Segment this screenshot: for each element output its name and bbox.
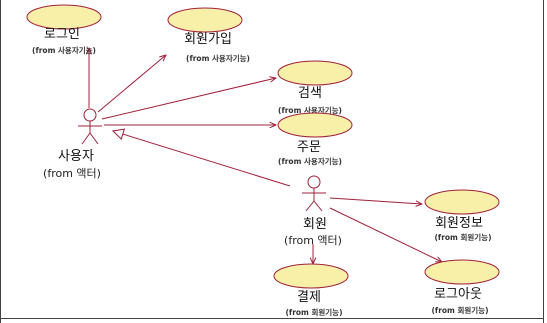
usecase-member-info: 회원정보 (from 회원기능) (424, 189, 500, 242)
usecase-login-name: 로그인 (44, 27, 80, 42)
usecase-order-name: 주문 (297, 140, 321, 155)
usecase-member-info-shape (424, 189, 500, 215)
usecase-search-name: 검색 (298, 86, 322, 101)
usecase-search: 검색 (from 사용자기능) (277, 60, 353, 115)
usecase-login-package: (from 사용자기능) (32, 45, 96, 55)
usecase-search-package: (from 사용자기능) (278, 105, 342, 115)
generalization-member-user (113, 131, 291, 187)
usecase-logout-package: (from 회원기능) (432, 305, 489, 315)
usecase-search-shape (277, 60, 353, 86)
assoc-user-search (101, 78, 276, 120)
actor-user-icon (78, 108, 102, 145)
usecase-signup-shape (167, 7, 243, 33)
usecase-logout: 로그아웃 (from 회원기능) (424, 259, 500, 315)
assoc-member-info (329, 197, 422, 204)
usecase-order: 주문 (from 사용자기능) (277, 112, 353, 166)
usecase-login: 로그인 (from 사용자기능) (26, 4, 102, 55)
usecase-logout-name: 로그아웃 (434, 287, 482, 302)
usecase-order-shape (277, 112, 353, 138)
assoc-member-logout (329, 207, 442, 262)
actor-user-package: (from 액터) (43, 167, 101, 180)
actor-member-package: (from 액터) (284, 234, 342, 247)
usecase-order-package: (from 사용자기능) (278, 156, 342, 166)
usecase-logout-shape (424, 259, 500, 285)
assoc-user-signup (97, 55, 166, 113)
usecase-payment-shape (273, 263, 349, 289)
actor-member-name: 회원 (303, 217, 327, 232)
usecase-payment: 결제 (from 회원기능) (273, 263, 349, 317)
actor-member-icon (302, 175, 326, 212)
usecase-payment-package: (from 회원기능) (286, 307, 343, 317)
usecase-member-info-name: 회원정보 (435, 216, 483, 231)
actor-member: 회원 (from 액터) (284, 175, 342, 247)
usecase-payment-name: 결제 (297, 290, 321, 305)
actor-user-name: 사용자 (58, 149, 94, 164)
usecase-signup-name: 회원가입 (184, 32, 232, 47)
usecase-signup-package: (from 사용자기능) (186, 53, 250, 63)
usecase-signup: 회원가입 (from 사용자기능) (167, 7, 250, 63)
actor-user: 사용자 (from 액터) (43, 108, 102, 180)
usecase-login-shape (26, 4, 102, 30)
usecase-member-info-package: (from 회원기능) (435, 232, 492, 242)
